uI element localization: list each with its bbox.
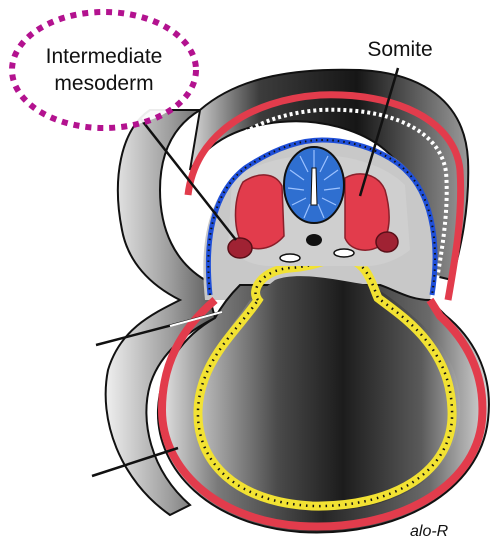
label-somite: Somite — [367, 38, 432, 61]
label-intermediate-line2: mesoderm — [54, 72, 153, 95]
notochord — [306, 234, 322, 246]
label-intermediate-line1: Intermediate — [46, 45, 163, 68]
dorsal-aorta-left — [280, 254, 300, 262]
highlight-dotted-ellipse — [12, 12, 196, 128]
neural-canal — [311, 168, 317, 205]
artist-signature: alo-R — [410, 523, 449, 540]
intermediate-mesoderm-right — [376, 232, 398, 252]
intermediate-mesoderm-left — [228, 238, 252, 258]
dorsal-aorta-right — [334, 249, 354, 257]
